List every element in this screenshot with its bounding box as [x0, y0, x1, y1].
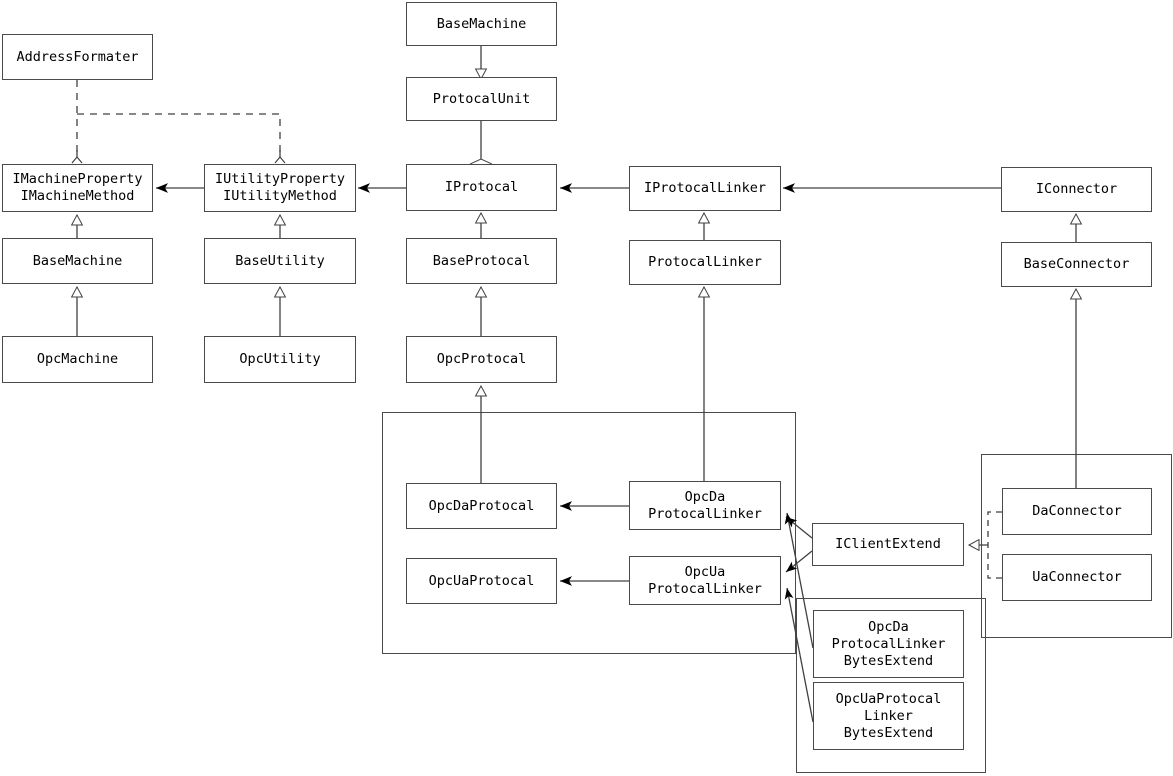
class-label-imachine-property: IMachineProperty IMachineMethod: [12, 171, 143, 204]
class-box-opc-da-protocal[interactable]: OpcDaProtocal: [406, 483, 557, 529]
class-label-opc-ua-protocal-linker: OpcUa ProtocalLinker: [648, 563, 762, 597]
class-label-base-machine-top: BaseMachine: [436, 15, 527, 32]
class-box-ua-connector[interactable]: UaConnector: [1002, 554, 1152, 601]
class-box-iprotocal[interactable]: IProtocal: [406, 164, 557, 211]
class-label-base-connector: BaseConnector: [1023, 256, 1130, 272]
class-label-address-formater: AddressFormater: [16, 48, 139, 65]
class-box-opc-da-protocal-linker[interactable]: OpcDa ProtocalLinker: [629, 481, 781, 530]
frame-connector-group: [981, 454, 1172, 638]
class-box-opc-ua-protocal[interactable]: OpcUaProtocal: [406, 558, 557, 604]
class-box-opc-ua-protocal-linker[interactable]: OpcUa ProtocalLinker: [629, 556, 781, 605]
class-box-iutility-property[interactable]: IUtilityProperty IUtilityMethod: [204, 164, 356, 212]
class-label-opc-ua-bytes-extend: OpcUaProtocal Linker BytesExtend: [835, 690, 942, 741]
class-box-address-formater[interactable]: AddressFormater: [2, 34, 153, 80]
class-label-protocal-unit: ProtocalUnit: [432, 90, 531, 107]
class-label-opc-da-bytes-extend: OpcDa ProtocalLinker BytesExtend: [831, 618, 946, 669]
class-box-protocal-unit[interactable]: ProtocalUnit: [406, 77, 557, 121]
class-box-protocal-linker[interactable]: ProtocalLinker: [629, 240, 781, 285]
class-box-opc-machine[interactable]: OpcMachine: [2, 336, 153, 383]
class-box-base-protocal[interactable]: BaseProtocal: [406, 238, 557, 284]
class-label-iprotocal-linker: IProtocalLinker: [644, 180, 766, 196]
class-label-opc-machine: OpcMachine: [36, 351, 119, 367]
class-label-iprotocal: IProtocal: [444, 179, 519, 195]
class-box-iprotocal-linker[interactable]: IProtocalLinker: [629, 166, 781, 211]
class-box-base-connector[interactable]: BaseConnector: [1001, 242, 1152, 287]
class-box-opc-ua-bytes-extend[interactable]: OpcUaProtocal Linker BytesExtend: [813, 682, 964, 750]
class-box-opc-utility[interactable]: OpcUtility: [204, 336, 356, 383]
class-label-opc-da-protocal: OpcDaProtocal: [428, 497, 535, 514]
class-box-base-utility[interactable]: BaseUtility: [204, 238, 356, 284]
class-label-opc-da-protocal-linker: OpcDa ProtocalLinker: [648, 488, 762, 522]
class-label-base-utility: BaseUtility: [235, 252, 325, 269]
class-label-opc-protocal: OpcProtocal: [436, 351, 527, 367]
class-box-imachine-property[interactable]: IMachineProperty IMachineMethod: [2, 164, 153, 212]
class-box-opc-da-bytes-extend[interactable]: OpcDa ProtocalLinker BytesExtend: [813, 610, 964, 678]
class-label-protocal-linker: ProtocalLinker: [648, 254, 762, 270]
class-label-base-protocal: BaseProtocal: [432, 252, 531, 269]
class-box-base-machine-top[interactable]: BaseMachine: [406, 2, 557, 46]
class-box-iconnector[interactable]: IConnector: [1001, 167, 1152, 212]
class-box-opc-protocal[interactable]: OpcProtocal: [406, 336, 557, 383]
class-label-iclient-extend: IClientExtend: [835, 536, 941, 552]
class-label-iconnector: IConnector: [1035, 181, 1118, 197]
frame-protocal-group: [382, 412, 796, 654]
class-label-iutility-property: IUtilityProperty IUtilityMethod: [214, 171, 346, 204]
class-label-opc-ua-protocal: OpcUaProtocal: [428, 572, 535, 589]
class-label-ua-connector: UaConnector: [1032, 569, 1122, 585]
class-box-iclient-extend[interactable]: IClientExtend: [812, 523, 964, 566]
class-label-opc-utility: OpcUtility: [239, 351, 321, 367]
class-box-base-machine[interactable]: BaseMachine: [2, 238, 153, 284]
class-label-base-machine: BaseMachine: [32, 252, 123, 269]
class-label-da-connector: DaConnector: [1032, 503, 1122, 519]
class-box-da-connector[interactable]: DaConnector: [1002, 488, 1152, 535]
